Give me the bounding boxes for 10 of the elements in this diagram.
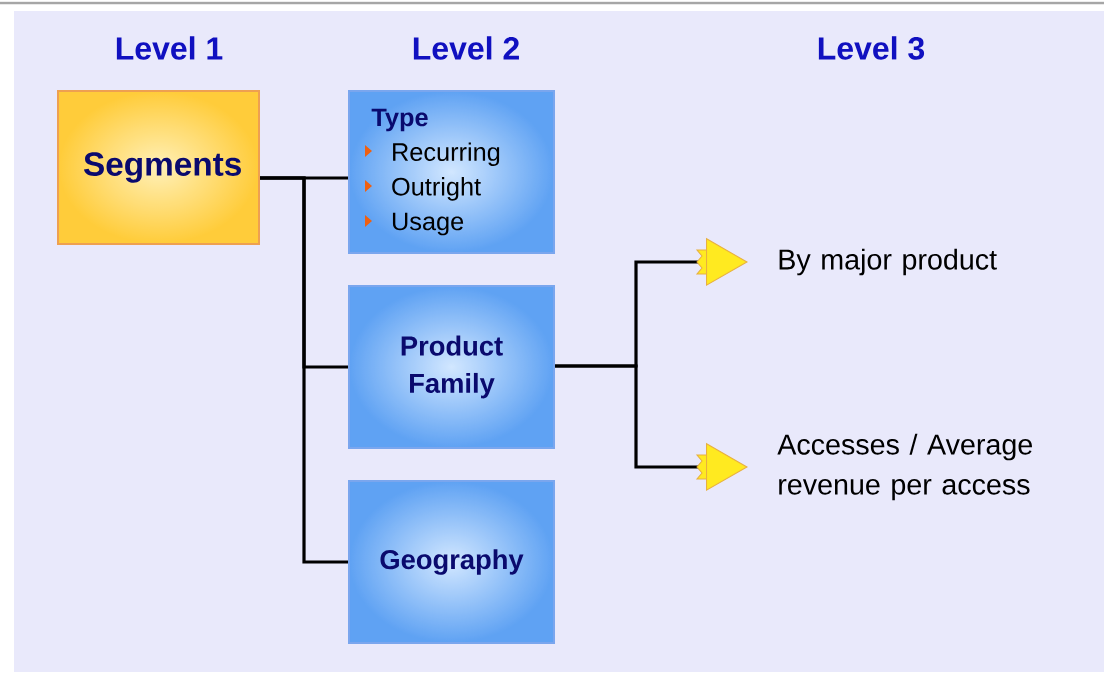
connector (260, 176, 348, 564)
category-box: Product Family (348, 285, 555, 449)
segment-box: Segments (57, 90, 260, 245)
level-heading: Level 2 (413, 36, 519, 60)
category-box: Geography (348, 480, 555, 644)
level-heading: Level 3 (818, 36, 925, 60)
level-heading: Level 1 (116, 36, 223, 60)
item-text: Accesses / Average revenue per access (777, 433, 1032, 501)
list-box: Type Recurring Outright Usage (348, 90, 555, 254)
item-text: By major product (779, 248, 997, 276)
